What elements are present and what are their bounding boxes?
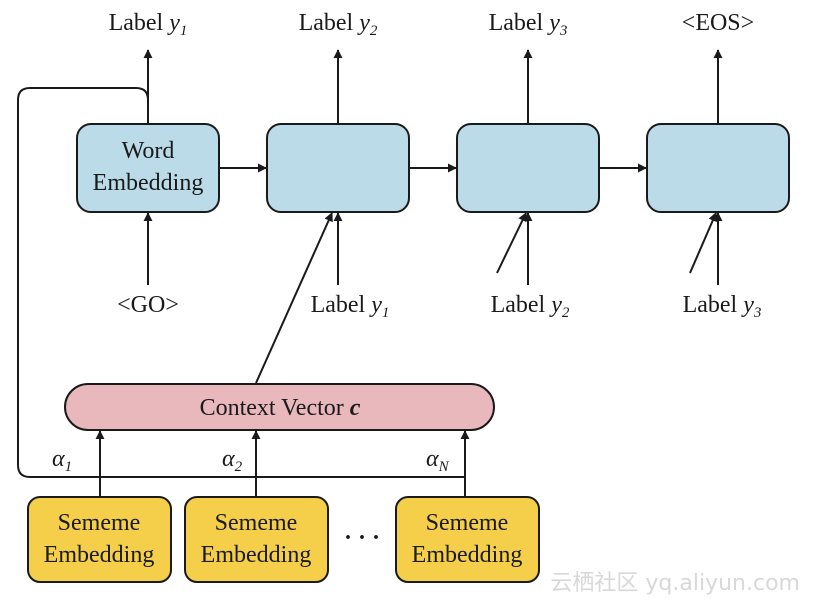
decoder-cell-2 — [266, 123, 410, 213]
input-label-1: <GO> — [117, 292, 179, 318]
output-label-3: Label y3 — [489, 10, 568, 39]
word-embedding-line-1: Word — [122, 138, 175, 164]
ellipsis: · · · — [344, 525, 380, 551]
alpha-label-1: α1 — [52, 446, 72, 475]
input-label-2: Label y1 — [311, 292, 390, 321]
input-label-4: Label y3 — [683, 292, 762, 321]
sememe-n-line-1: Sememe — [426, 510, 509, 536]
context-arrow-to-cell-4 — [689, 212, 717, 274]
watermark: 云栖社区 yq.aliyun.com — [550, 571, 800, 596]
context-arrow-to-cell-2 — [255, 212, 333, 384]
sememe-1-line-1: Sememe — [58, 510, 141, 536]
sememe-2-line-1: Sememe — [215, 510, 298, 536]
output-label-2: Label y2 — [299, 10, 378, 39]
sememe-embedding-box-1 — [27, 496, 172, 583]
sememe-1-line-2: Embedding — [44, 542, 155, 568]
alpha-label-2: α2 — [222, 446, 243, 475]
input-label-3: Label y2 — [491, 292, 570, 321]
context-vector-label: Context Vector c — [200, 395, 361, 421]
sememe-embedding-box-n — [395, 496, 540, 583]
word-embedding-line-2: Embedding — [93, 170, 204, 196]
feedback-loop-line — [17, 87, 465, 478]
sememe-2-line-2: Embedding — [201, 542, 312, 568]
context-arrow-to-cell-3 — [496, 212, 527, 274]
sememe-embedding-box-2 — [184, 496, 329, 583]
decoder-cell-4 — [646, 123, 790, 213]
alpha-label-n: αN — [426, 446, 450, 475]
word-embedding-cell — [76, 123, 220, 213]
sememe-n-line-2: Embedding — [412, 542, 523, 568]
decoder-cell-3 — [456, 123, 600, 213]
output-label-1: Label y1 — [109, 10, 188, 39]
context-vector-box — [64, 383, 495, 431]
output-label-4: <EOS> — [682, 10, 754, 36]
